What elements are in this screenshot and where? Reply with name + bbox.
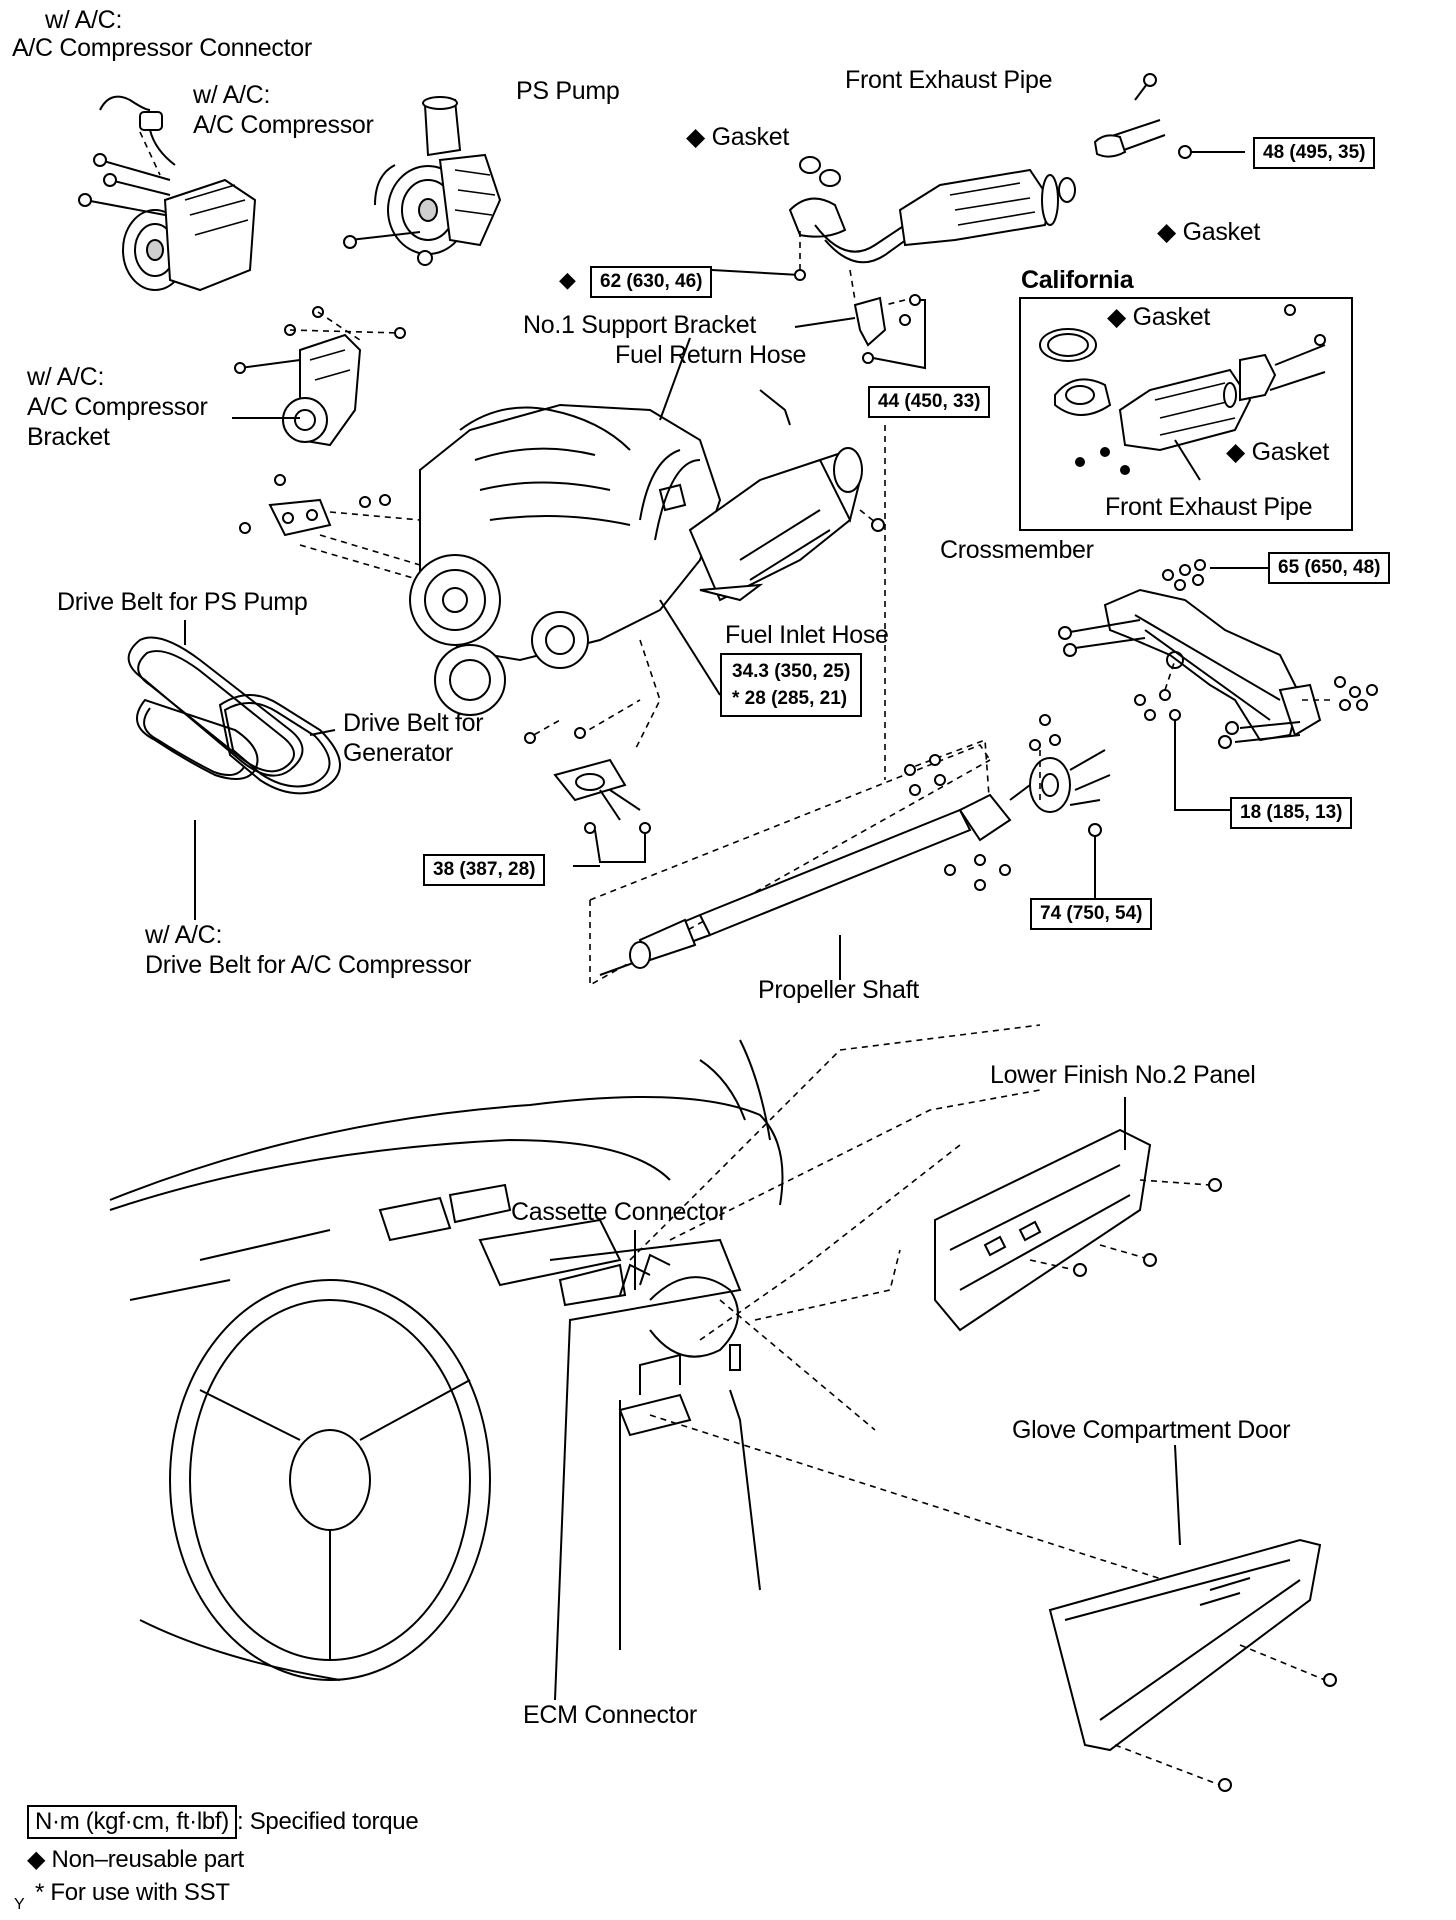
legend-unit-box: N·m (kgf·cm, ft·lbf) bbox=[27, 1805, 237, 1839]
legend-sst-text: For use with SST bbox=[50, 1879, 230, 1906]
torque-74: 74 (750, 54) bbox=[1030, 898, 1153, 930]
drive-belt-generator-label-line2: Generator bbox=[343, 739, 453, 767]
crossmember-label: Crossmember bbox=[940, 536, 1094, 564]
engine-drawing bbox=[409, 389, 885, 716]
torque-65: 65 (650, 48) bbox=[1268, 552, 1391, 584]
torque-38: 38 (387, 28) bbox=[423, 854, 546, 886]
torque-44: 44 (450, 33) bbox=[868, 386, 991, 418]
torque-48: 48 (495, 35) bbox=[1253, 137, 1376, 169]
non-reusable-mark: ◆ bbox=[1157, 218, 1176, 246]
legend-non-reusable: ◆ Non–reusable part bbox=[27, 1845, 244, 1875]
no1-support-bracket-label: No.1 Support Bracket bbox=[523, 311, 757, 339]
ac-compressor-label-line2: A/C Compressor bbox=[193, 111, 374, 139]
ac-bracket-label-line1: w/ A/C: bbox=[27, 363, 105, 391]
gasket-california-right-text: Gasket bbox=[1251, 438, 1330, 466]
legend-non-reusable-text: Non–reusable part bbox=[51, 1846, 245, 1873]
ac-compressor-bracket-drawing bbox=[234, 306, 406, 447]
non-reusable-mark: ◆ bbox=[1226, 438, 1245, 466]
gasket-right-label: ◆ Gasket bbox=[1157, 217, 1260, 247]
lower-finish-panel-label: Lower Finish No.2 Panel bbox=[990, 1061, 1256, 1089]
fuel-inlet-hose-label: Fuel Inlet Hose bbox=[725, 621, 889, 649]
lower-exhaust-flange bbox=[524, 727, 651, 867]
torque-62: 62 (630, 46) bbox=[590, 266, 713, 298]
gasket-upper-label: ◆ Gasket bbox=[686, 122, 789, 152]
torque-18: 18 (185, 13) bbox=[1230, 797, 1353, 829]
fuel-inlet-leaders bbox=[524, 425, 886, 780]
torque-28-sst: * 28 (285, 21) bbox=[732, 688, 848, 709]
legend-sst: * For use with SST bbox=[35, 1878, 230, 1908]
ac-bracket-label-line2: A/C Compressor bbox=[27, 393, 208, 421]
legend-sst-mark: * bbox=[35, 1879, 45, 1906]
ac-bracket-label-line3: Bracket bbox=[27, 423, 110, 451]
crossmember-drawing bbox=[1058, 559, 1378, 811]
fuel-return-hose-leader bbox=[659, 337, 691, 421]
glove-door-drawing bbox=[1048, 1444, 1337, 1792]
front-exhaust-pipe-label: Front Exhaust Pipe bbox=[845, 66, 1053, 94]
ecm-connector-label: ECM Connector bbox=[523, 1701, 697, 1729]
torque-34-3: 34.3 (350, 25) bbox=[732, 661, 851, 682]
gasket-right-text: Gasket bbox=[1182, 218, 1261, 246]
drive-belt-ac-label-line1: w/ A/C: bbox=[145, 921, 223, 949]
gasket-california-top-label: ◆ Gasket bbox=[1107, 302, 1210, 332]
support-bracket-leader bbox=[794, 317, 856, 328]
california-label: California bbox=[1021, 266, 1134, 294]
ps-pump-drawing bbox=[343, 96, 502, 266]
fuel-return-hose-label: Fuel Return Hose bbox=[615, 341, 807, 369]
drive-belt-ps-label: Drive Belt for PS Pump bbox=[57, 588, 308, 616]
drive-belt-ac-label-line2: Drive Belt for A/C Compressor bbox=[145, 951, 472, 979]
front-exhaust-pipe-california-label: Front Exhaust Pipe bbox=[1105, 493, 1313, 521]
gasket-california-top-text: Gasket bbox=[1132, 303, 1211, 331]
legend-torque: N·m (kgf·cm, ft·lbf): Specified torque bbox=[27, 1805, 419, 1839]
corner-mark: Y bbox=[14, 1896, 25, 1913]
drive-belts-drawing bbox=[127, 620, 341, 920]
legend-diamond: ◆ bbox=[27, 1846, 46, 1873]
non-reusable-mark: ◆ bbox=[686, 123, 705, 151]
torque-fuel-inlet: 34.3 (350, 25) * 28 (285, 21) bbox=[720, 653, 863, 717]
legend-unit-desc: : Specified torque bbox=[236, 1808, 419, 1835]
lower-finish-panel-drawing bbox=[934, 1097, 1222, 1332]
california-inset bbox=[1019, 297, 1353, 531]
ac-compressor-label-line1: w/ A/C: bbox=[193, 81, 271, 109]
propeller-shaft-label: Propeller Shaft bbox=[758, 976, 919, 1004]
dashboard-drawing bbox=[109, 1024, 1181, 1701]
gasket-upper-text: Gasket bbox=[711, 123, 790, 151]
non-reusable-mark: ◆ bbox=[559, 267, 576, 292]
ac-connector-label-line2: A/C Compressor Connector bbox=[12, 34, 312, 62]
ac-connector-label-line1: w/ A/C: bbox=[45, 6, 123, 34]
propeller-shaft-drawing bbox=[589, 714, 1111, 987]
drive-belt-generator-label-line1: Drive Belt for bbox=[343, 709, 484, 737]
engine-mount-drawing bbox=[239, 474, 421, 581]
ps-pump-label: PS Pump bbox=[516, 77, 620, 105]
support-bracket-drawing bbox=[849, 269, 926, 370]
glove-compartment-door-label: Glove Compartment Door bbox=[1012, 1416, 1291, 1444]
front-exhaust-pipe-drawing bbox=[711, 73, 1245, 281]
ac-compressor-drawing bbox=[78, 95, 257, 292]
gasket-california-right-label: ◆ Gasket bbox=[1226, 437, 1329, 467]
cassette-connector-label: Cassette Connector bbox=[511, 1198, 727, 1226]
non-reusable-mark: ◆ bbox=[1107, 303, 1126, 331]
